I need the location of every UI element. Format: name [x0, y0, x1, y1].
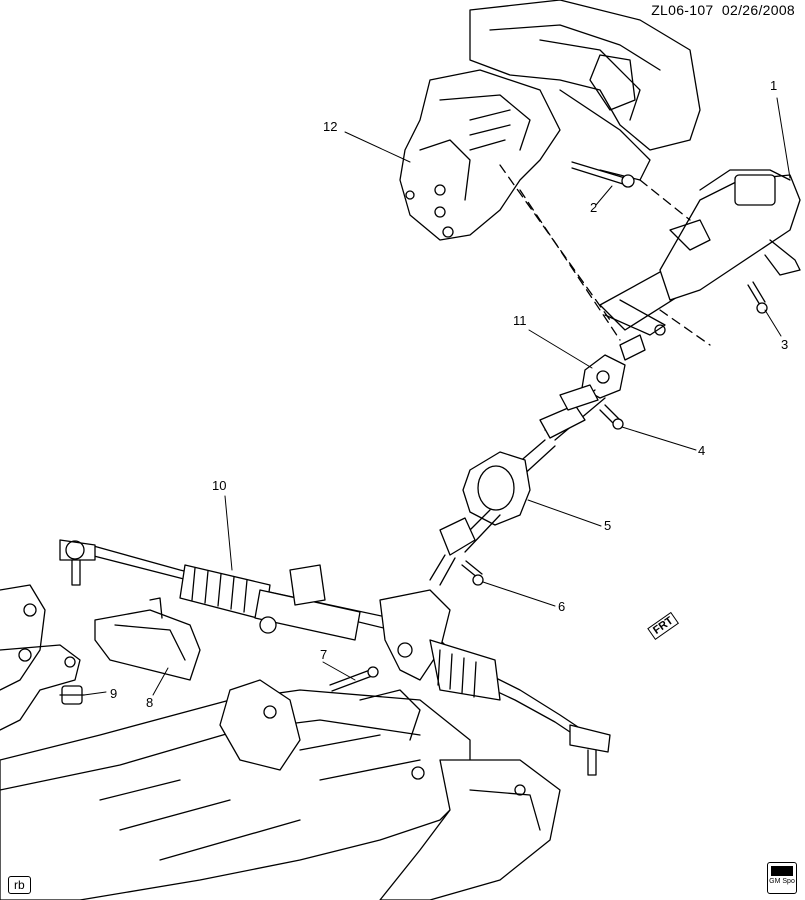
bolt-7: [330, 667, 378, 691]
intermediate-shaft: [510, 385, 605, 478]
callout-2: 2: [590, 200, 598, 215]
left-suspension: [0, 585, 80, 730]
callout-7: 7: [320, 647, 328, 662]
callout-10: 10: [212, 478, 227, 493]
tie-rod-ends: [60, 540, 610, 775]
heat-shield-8: [95, 598, 200, 680]
steering-column: [600, 170, 800, 360]
bushing-9: [60, 686, 84, 704]
lower-joint: [430, 518, 483, 585]
bolt-4: [600, 405, 623, 429]
callout-6: 6: [558, 599, 566, 614]
alignment-lines: [500, 165, 710, 345]
callout-1: 1: [770, 78, 778, 93]
subframe: [0, 680, 560, 900]
steering-gear: [90, 545, 590, 742]
bolt-2: [572, 162, 634, 187]
callout-12: 12: [323, 119, 338, 134]
leader-lines: [84, 98, 790, 695]
callout-3: 3: [781, 337, 789, 352]
illustrator-tag: rb: [8, 876, 31, 894]
callout-11: 11: [513, 313, 527, 328]
bolt-3: [748, 282, 767, 313]
support-bracket: [400, 0, 700, 240]
callout-9: 9: [110, 686, 118, 701]
callout-8: 8: [146, 695, 154, 710]
logo-text: GM Spo: [769, 878, 795, 885]
gm-logo-icon: GM Spo: [767, 862, 797, 894]
callout-5: 5: [604, 518, 612, 533]
diagram-code: ZL06-107 02/26/2008: [651, 2, 795, 18]
boot-5: [455, 452, 530, 552]
callout-4: 4: [698, 443, 706, 458]
